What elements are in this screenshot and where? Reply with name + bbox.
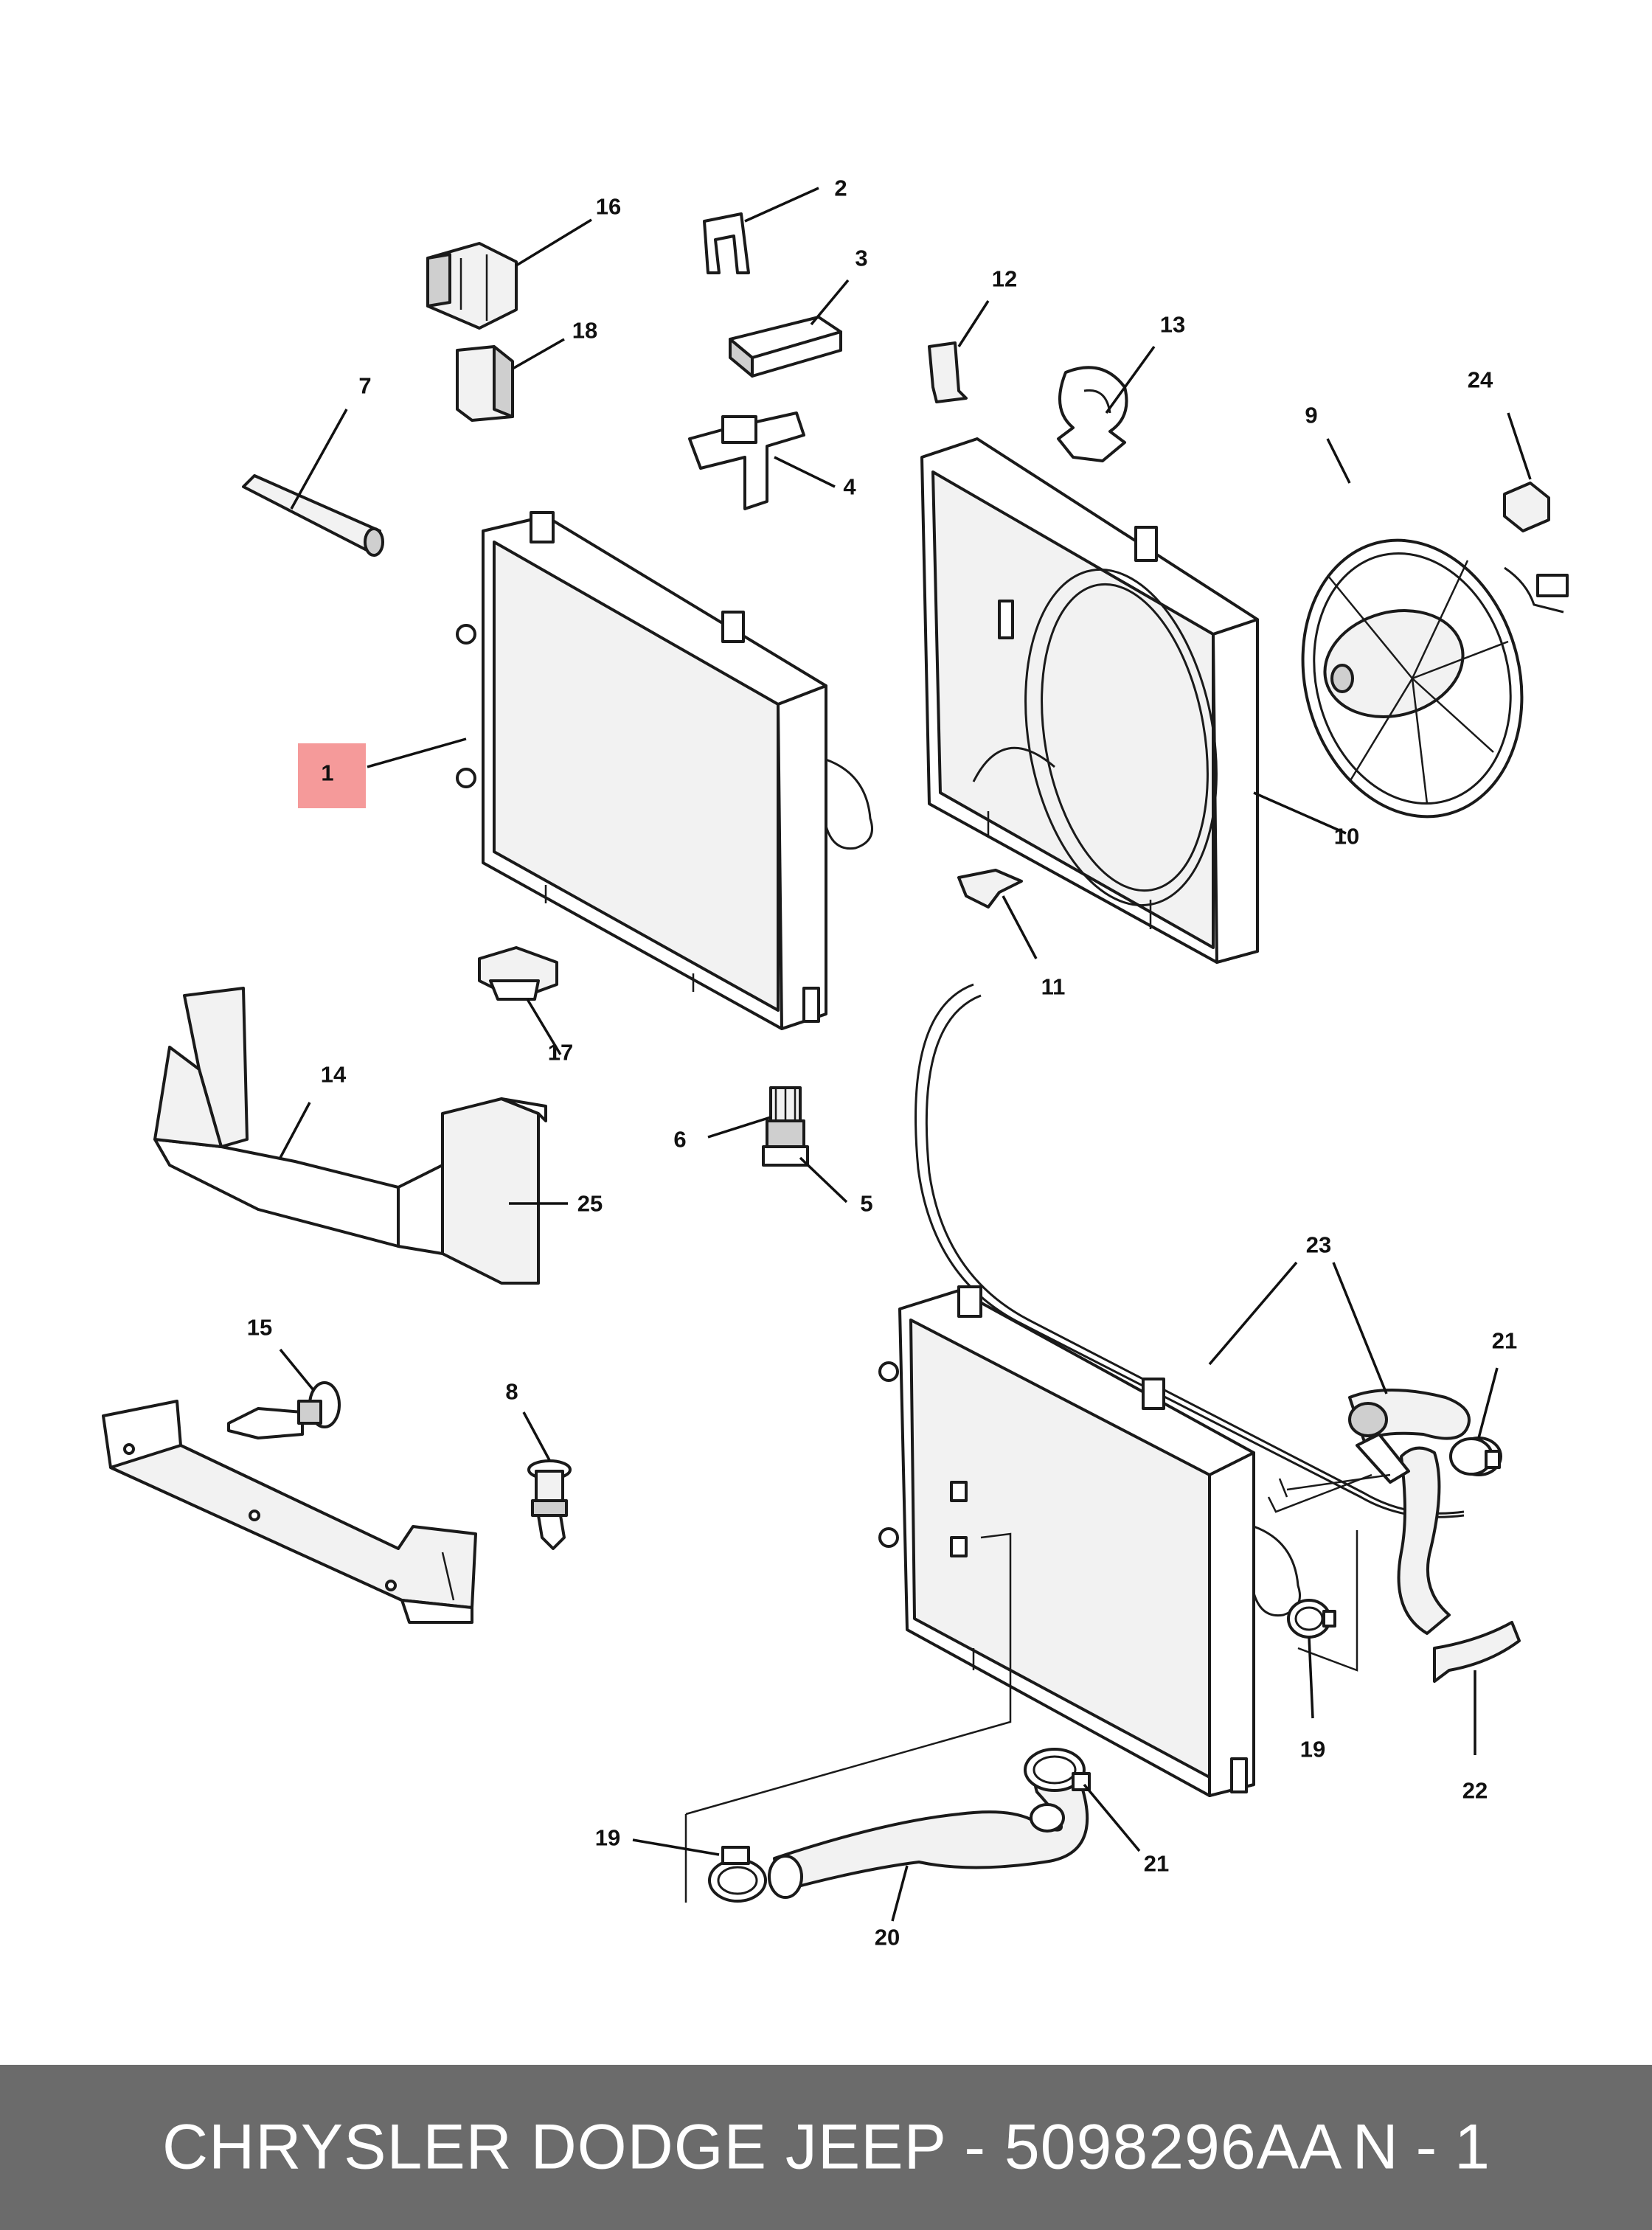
pushpin-8 [527, 1459, 572, 1550]
footer-bar: CHRYSLER DODGE JEEP - 5098296AA N - 1 [0, 2065, 1652, 2230]
callout-21-lower: 21 [1144, 1851, 1169, 1877]
lower-bracket [102, 1400, 477, 1624]
footer-title: CHRYSLER DODGE JEEP - 5098296AA [162, 2111, 1343, 2183]
callout-23: 23 [1306, 1232, 1331, 1258]
group-outline-lower [685, 1532, 1012, 1816]
sensor-5-6 [762, 1086, 809, 1167]
clip-2 [703, 212, 750, 274]
callout-8: 8 [505, 1379, 518, 1405]
radiator-lower [878, 1285, 1301, 1797]
cooling-fan [1301, 538, 1569, 819]
clamp-21-upper [1449, 1437, 1501, 1476]
callout-17: 17 [548, 1040, 573, 1066]
callout-14: 14 [321, 1062, 347, 1088]
callout-2: 2 [834, 176, 847, 201]
callout-3: 3 [855, 246, 867, 271]
callout-9: 9 [1305, 403, 1317, 428]
callout-4: 4 [843, 474, 856, 500]
callout-7: 7 [358, 373, 371, 399]
radiator-upper [456, 511, 873, 1030]
callout-6: 6 [673, 1127, 686, 1153]
callout-12: 12 [992, 266, 1017, 292]
bracket-11 [957, 869, 1023, 909]
cap-24 [1503, 482, 1550, 532]
callout-10: 10 [1334, 824, 1359, 850]
callout-19-lower: 19 [595, 1825, 620, 1851]
callout-15: 15 [247, 1315, 272, 1341]
lower-hose-20 [768, 1760, 1089, 1899]
callout-13: 13 [1160, 312, 1185, 338]
callout-25: 25 [577, 1191, 603, 1217]
callout-24: 24 [1468, 367, 1493, 393]
upper-hose-assembly [1267, 1389, 1502, 1635]
cap-17 [478, 946, 558, 1001]
rod-7 [242, 474, 384, 557]
overflow-hose [914, 983, 1465, 1518]
leader-lines [279, 187, 1532, 1922]
clamp-19-lower [708, 1846, 767, 1903]
air-deflector-25 [397, 1097, 547, 1285]
footer-page-number: N - 1 [1352, 2111, 1490, 2183]
clip-12 [928, 341, 968, 403]
callout-11: 11 [1041, 974, 1066, 1000]
clip-3 [729, 316, 842, 378]
clamp-21-lower [1024, 1748, 1091, 1792]
callout-21-upper: 21 [1492, 1328, 1517, 1354]
fan-shroud [920, 437, 1259, 964]
clip-4 [688, 411, 805, 510]
callout-16: 16 [596, 194, 621, 220]
parts-diagram: 1 2 3 4 5 6 7 8 9 10 11 12 13 14 15 16 1… [102, 176, 1569, 1951]
pushpin-15 [227, 1381, 341, 1439]
callout-22: 22 [1462, 1778, 1488, 1804]
callout-highlight [298, 743, 366, 808]
callout-5: 5 [860, 1191, 872, 1217]
clip-13 [1057, 366, 1128, 462]
callout-19-right: 19 [1300, 1737, 1325, 1762]
block-18 [456, 345, 514, 422]
callout-18: 18 [572, 318, 597, 344]
bracket-22 [1433, 1621, 1521, 1683]
callout-1: 1 [321, 760, 333, 786]
group-outline-right [1297, 1530, 1358, 1672]
callout-20: 20 [875, 1925, 900, 1951]
callout-labels: 1 2 3 4 5 6 7 8 9 10 11 12 13 14 15 16 1… [247, 176, 1517, 1951]
clamp-19-right [1287, 1599, 1336, 1639]
connector-16 [426, 242, 518, 330]
